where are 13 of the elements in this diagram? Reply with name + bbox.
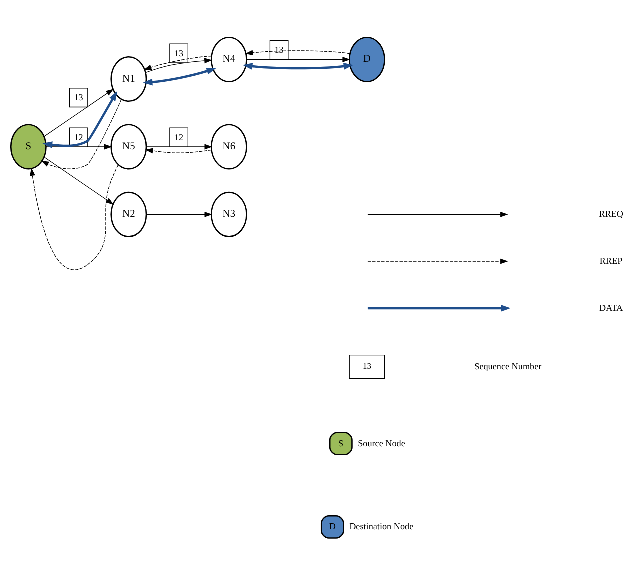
legend-label: Sequence Number xyxy=(474,361,542,372)
label: 13 xyxy=(362,361,372,372)
legend-label: RREP xyxy=(600,256,623,266)
label: D xyxy=(329,522,336,532)
edge-label: 12 xyxy=(74,132,84,142)
label: S xyxy=(338,438,344,448)
legend-label: DATA xyxy=(600,302,624,313)
edge-label: 13 xyxy=(174,48,184,58)
legend-label: RREQ xyxy=(599,209,624,220)
legend-label: Source Node xyxy=(358,438,406,448)
edge-label: 12 xyxy=(174,132,184,142)
legend-label: Destination Node xyxy=(350,522,414,532)
edge-label: 13 xyxy=(74,92,84,103)
